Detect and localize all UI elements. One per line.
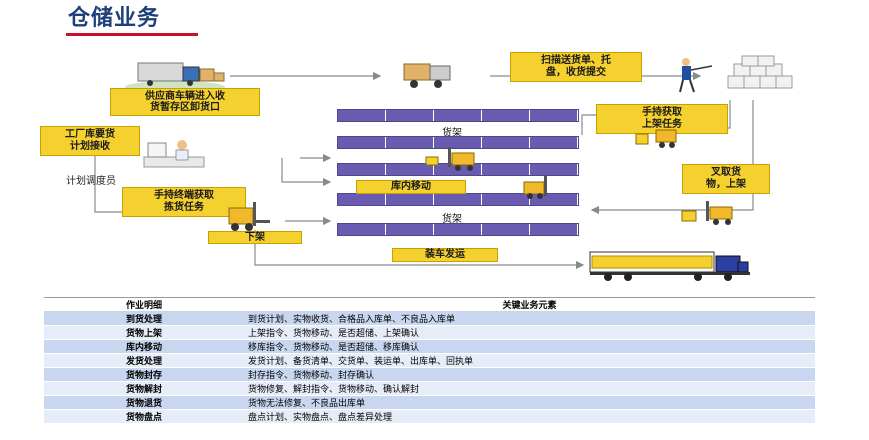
row-operation: 到货处理 [44,311,244,326]
warehouse-flow-diagram: 供应商车辆进入收 货暂存区卸货口 扫描送货单、托 盘，收货提交 工厂库要货 计划… [0,40,869,295]
delivery-truck-icon [589,251,750,281]
label-supplier-unload: 供应商车辆进入收 货暂存区卸货口 [110,88,260,116]
shelf-row-1 [337,109,579,122]
label-factory-plan: 工厂库要货 计划接收 [40,126,140,156]
label-planner: 计划调度员 [66,176,116,187]
label-unshelve: 下架 [208,231,302,244]
table-row: 货物上架上架指令、货物移动、是否超储、上架确认 [44,325,815,340]
arrow-shelf-link [581,114,600,135]
row-elements: 货物修复、解封指令、货物移动、确认解封 [244,381,815,396]
shelf-bottom-label: 货架 [442,214,462,225]
label-forklift-up: 叉取货 物，上架 [682,164,770,194]
table-row: 货物解封货物修复、解封指令、货物移动、确认解封 [44,381,815,396]
shelf-row-5 [337,223,579,236]
title-underline [66,33,198,36]
table-row: 到货处理到货计划、实物收货、合格品入库单、不良品入库单 [44,311,815,326]
operations-table: 作业明细 关键业务元素 到货处理到货计划、实物收货、合格品入库单、不良品入库单 … [44,297,815,424]
row-elements: 货物无法修复、不良品出库单 [244,395,815,410]
row-elements: 封存指令、货物移动、封存确认 [244,367,815,382]
putaway-forklift-icon [681,201,733,225]
row-elements: 发货计划、备货清单、交货单、装运单、出库单、回执单 [244,353,815,368]
receiving-forklift-icon [403,63,451,88]
row-operation: 货物上架 [44,325,244,340]
arrow-forklift-to-shelf [590,100,754,215]
page-title: 仓储业务 [68,6,161,31]
table-row: 货物盘点盘点计划、实物盘点、盘点差异处理 [44,409,815,424]
row-operation: 货物盘点 [44,409,244,424]
row-elements: 上架指令、货物移动、是否超储、上架确认 [244,325,815,340]
row-operation: 发货处理 [44,353,244,368]
shelf-row-2 [337,136,579,149]
row-elements: 到货计划、实物收货、合格品入库单、不良品入库单 [244,311,815,326]
arrow-into-move [281,158,332,187]
label-scan-delivery: 扫描送货单、托 盘，收货提交 [510,52,642,82]
label-load-ship: 装车发运 [392,248,498,262]
header-elements: 关键业务元素 [244,297,815,312]
putaway-pallet-icon [635,129,677,148]
label-handheld-putaway: 手持获取 上架任务 [596,104,728,134]
header-operation: 作业明细 [44,297,244,312]
shelf-top-label: 货架 [442,128,462,139]
row-operation: 货物退货 [44,395,244,410]
label-handheld-picking: 手持终端获取 拣货任务 [122,187,246,217]
table-row: 货物封存封存指令、货物移动、封存确认 [44,367,815,382]
table-header-row: 作业明细 关键业务元素 [44,297,815,312]
table-row: 库内移动移库指令、货物移动、是否超储、移库确认 [44,339,815,354]
row-elements: 盘点计划、实物盘点、盘点差异处理 [244,409,815,424]
row-operation: 货物封存 [44,367,244,382]
row-operation: 货物解封 [44,381,244,396]
inner-forklift-icon [425,147,475,171]
table-row: 货物退货货物无法修复、不良品出库单 [44,395,815,410]
row-operation: 库内移动 [44,339,244,354]
unshelve-forklift-icon [228,202,270,231]
row-elements: 移库指令、货物移动、是否超储、移库确认 [244,339,815,354]
label-move-in-store: 库内移动 [356,180,466,194]
worker-pallets-icon [679,55,793,93]
table-row: 发货处理发货计划、备货清单、交货单、装运单、出库单、回执单 [44,353,815,368]
move-forklift-icon [523,176,547,199]
planner-computer-icon [143,140,205,168]
